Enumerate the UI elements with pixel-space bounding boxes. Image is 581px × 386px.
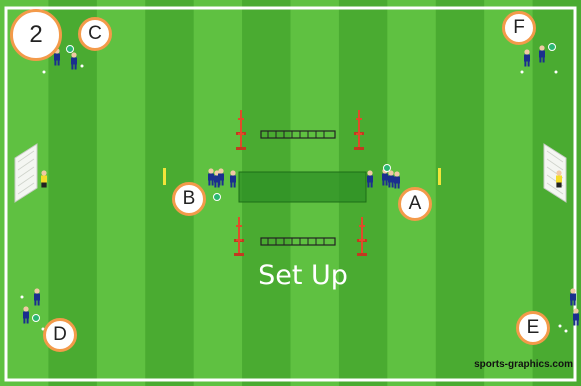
group-label-a: A — [398, 187, 432, 221]
grass-stripe — [436, 0, 484, 386]
watermark: sports-graphics.com — [474, 359, 573, 370]
slide-title: Set Up — [238, 260, 368, 291]
group-label-c: C — [78, 17, 112, 51]
group-label-f: F — [502, 11, 536, 45]
group-label-b: B — [172, 182, 206, 216]
central-zone — [239, 172, 366, 202]
group-label-d: D — [43, 318, 77, 352]
slide-number-badge: 2 — [10, 9, 62, 61]
group-label-e: E — [516, 311, 550, 345]
